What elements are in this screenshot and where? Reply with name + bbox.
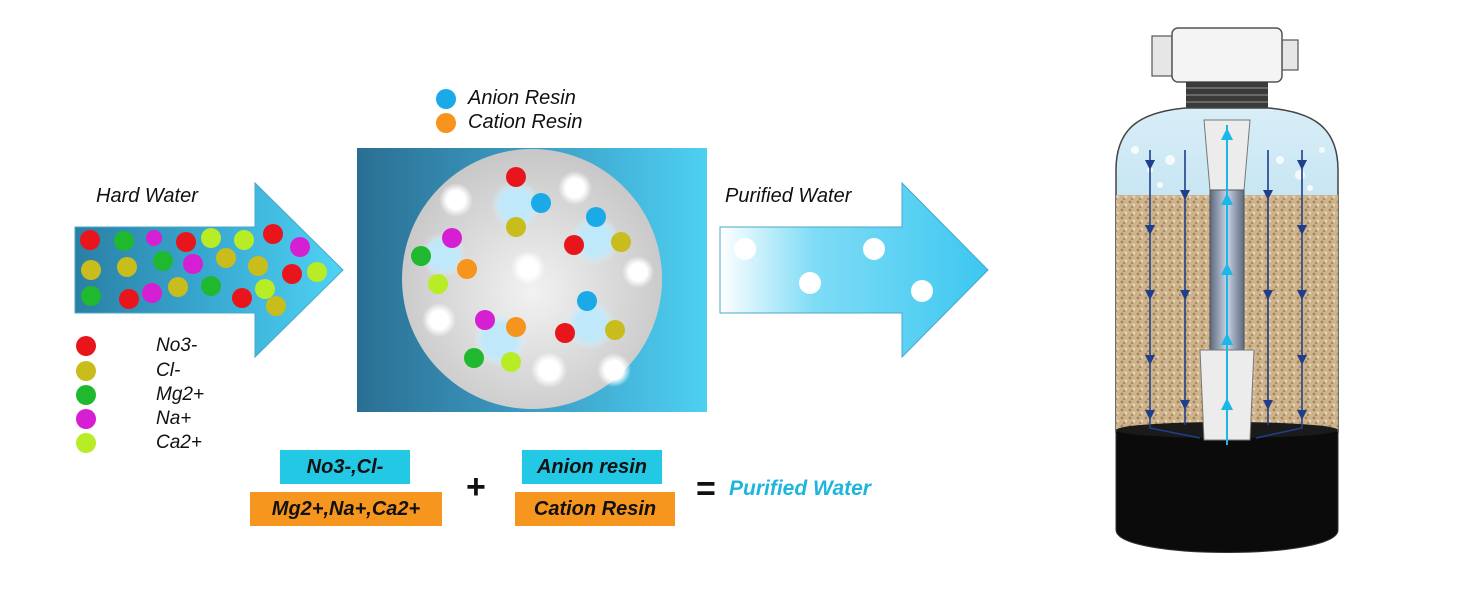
cation-resin-box: Cation Resin bbox=[515, 492, 675, 526]
purified-water-bubbles bbox=[734, 238, 933, 302]
equals-sign: = bbox=[696, 470, 716, 508]
hard-water-arrow bbox=[74, 181, 344, 359]
cation-resin-dot bbox=[436, 113, 456, 133]
mg-dot bbox=[76, 385, 96, 405]
cl-dot bbox=[76, 361, 96, 381]
purified-water-result: Purified Water bbox=[729, 477, 871, 500]
anion-resin-legend-label: Anion Resin bbox=[468, 87, 576, 109]
purified-water-label: Purified Water bbox=[725, 185, 852, 207]
ca-dot bbox=[76, 433, 96, 453]
ca-legend-label: Ca2+ bbox=[156, 432, 202, 453]
na-dot bbox=[76, 409, 96, 429]
na-legend-label: Na+ bbox=[156, 408, 192, 429]
filter-tank bbox=[1115, 27, 1339, 553]
no3-legend-label: No3- bbox=[156, 335, 198, 356]
hard-water-label: Hard Water bbox=[96, 185, 198, 207]
hard-water-ions bbox=[80, 224, 327, 316]
cl-legend-label: Cl- bbox=[156, 360, 181, 381]
anion-resin-dot bbox=[436, 89, 456, 109]
ion-legend-dots bbox=[76, 336, 96, 453]
cation-resin-legend-label: Cation Resin bbox=[468, 111, 583, 133]
anions-box: No3-,Cl- bbox=[280, 450, 410, 484]
exchange-sites bbox=[411, 167, 631, 372]
mg-legend-label: Mg2+ bbox=[156, 384, 205, 405]
purified-water-arrow bbox=[719, 181, 989, 359]
plus-sign: + bbox=[466, 468, 486, 506]
anion-resin-box: Anion resin bbox=[522, 450, 662, 484]
no3-dot bbox=[76, 336, 96, 356]
cations-box: Mg2+,Na+,Ca2+ bbox=[250, 492, 442, 526]
